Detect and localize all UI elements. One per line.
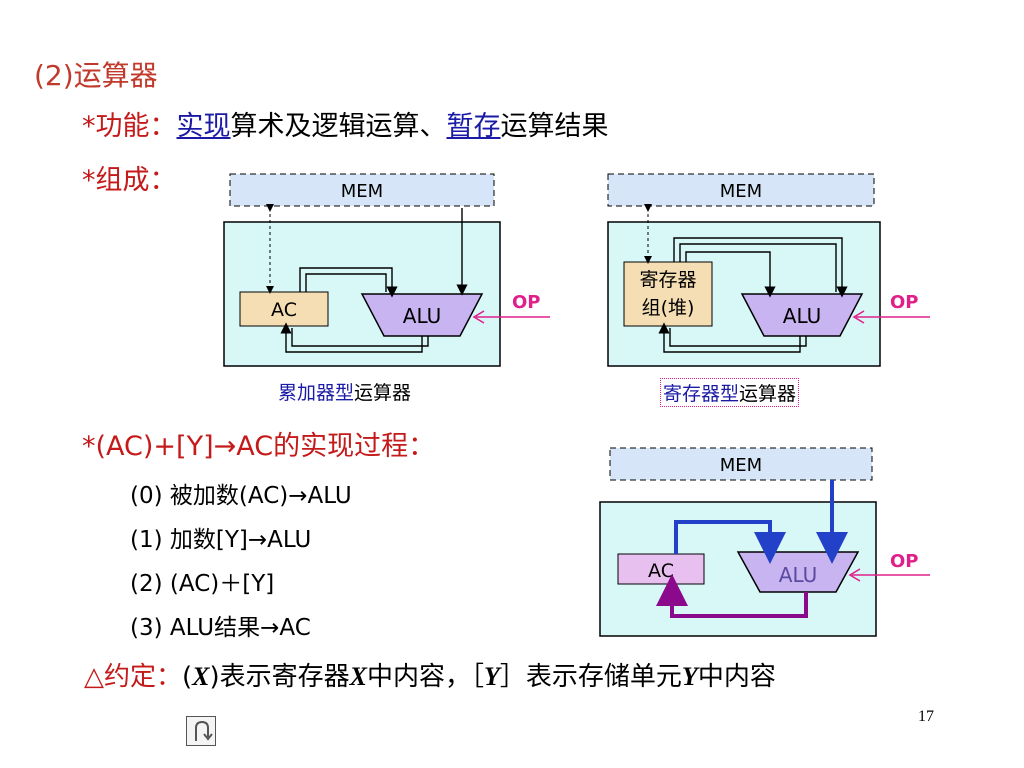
convention-y: Y: [484, 662, 500, 691]
accumulator-diagram: MEM AC ALU OP: [223, 173, 550, 367]
link-realize[interactable]: 实现: [176, 111, 231, 142]
reg-caption-colored: 寄存器型: [663, 383, 740, 405]
register-file: [623, 261, 713, 327]
acc-caption: 累加器型运算器: [278, 378, 411, 405]
convention-x2: X: [349, 662, 367, 691]
convention-text: )表示寄存器: [209, 662, 350, 692]
mem-box: [607, 173, 875, 207]
return-button[interactable]: [186, 716, 216, 746]
step-1: (1) 加数[Y]→ALU: [130, 527, 312, 553]
step-0: (0) 被加数(AC)→ALU: [130, 483, 352, 509]
convention-text: (: [182, 662, 193, 692]
reg-caption: 寄存器型运算器: [660, 378, 800, 407]
function-middle: 算术及逻辑运算、: [230, 111, 447, 142]
composition-label: *组成：: [82, 165, 177, 196]
acc-caption-colored: 累加器型: [278, 382, 355, 404]
alu-label: ALU: [403, 304, 441, 328]
convention-y2: Y: [681, 662, 698, 691]
reg-caption-plain: 运算器: [739, 383, 797, 405]
function-prefix: *功能：: [82, 111, 177, 142]
convention-text: 中内容，［: [367, 662, 485, 692]
mem-box: [229, 173, 495, 207]
acc-caption-plain: 运算器: [354, 382, 412, 404]
mem-label: MEM: [720, 455, 762, 476]
reg-label-line2: 组(堆): [642, 297, 695, 319]
page-number: 17: [918, 708, 934, 725]
function-line: *功能：实现算术及逻辑运算、暂存运算结果: [82, 104, 609, 143]
step-2: (2) (AC)＋[Y]: [130, 571, 275, 597]
convention-line: △约定：(X)表示寄存器X中内容，［Y］表示存储单元Y中内容: [84, 656, 776, 693]
op-label: OP: [890, 292, 919, 313]
register-diagram: MEM 寄存器 组(堆) ALU OP: [607, 173, 930, 367]
mem-box: [609, 447, 873, 481]
process-title: *(AC)+[Y]→AC的实现过程：: [82, 431, 436, 462]
alu-label: ALU: [783, 304, 821, 328]
ac-label: AC: [271, 299, 297, 321]
op-label: OP: [890, 551, 919, 572]
section-title: (2)运算器: [34, 59, 158, 92]
alu-label: ALU: [779, 563, 817, 587]
ac-label: AC: [648, 560, 674, 582]
mem-label: MEM: [720, 181, 762, 202]
step-3: (3) ALU结果→AC: [130, 615, 311, 641]
op-label: OP: [512, 292, 541, 313]
mem-label: MEM: [341, 181, 383, 202]
convention-x: X: [192, 662, 210, 691]
alu-shape: [740, 293, 864, 337]
link-temp-store[interactable]: 暂存: [446, 111, 501, 142]
function-suffix: 运算结果: [500, 111, 609, 142]
return-icon: [195, 720, 213, 741]
convention-text: ］表示存储单元: [499, 662, 682, 692]
flow-diagram: MEM AC ALU OP: [599, 447, 930, 637]
alu-shape: [360, 293, 484, 337]
convention-text: 中内容: [697, 662, 776, 692]
reg-label-line1: 寄存器: [639, 269, 696, 291]
convention-label: △约定：: [84, 662, 182, 692]
